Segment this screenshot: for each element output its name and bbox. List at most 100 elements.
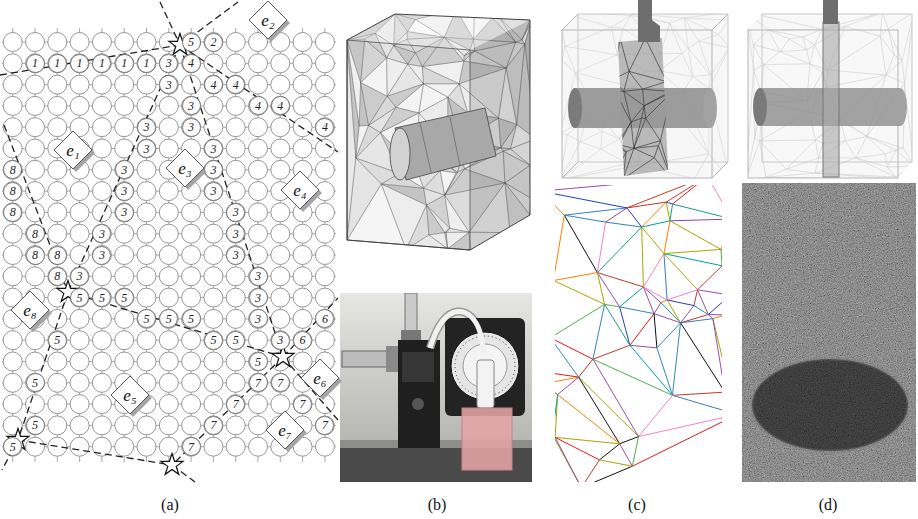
mesh-edge xyxy=(632,437,638,467)
callout-number: 3 xyxy=(210,143,216,155)
grid-circle xyxy=(315,437,334,456)
grid-circle xyxy=(315,224,334,243)
grid-circle xyxy=(3,75,22,94)
grid-circle xyxy=(137,182,156,201)
grid-circle xyxy=(48,118,67,137)
grid-circle xyxy=(315,33,334,52)
grid-circle xyxy=(159,309,178,328)
grid-circle xyxy=(48,416,67,435)
mesh-top-face xyxy=(347,14,530,50)
numbered-circle: 8 xyxy=(26,224,45,243)
mesh-edge xyxy=(643,287,654,314)
rotation-stage xyxy=(445,318,525,416)
ultrasound-probe xyxy=(477,360,494,408)
callout-number: 5 xyxy=(166,313,172,325)
grid-circle xyxy=(92,203,111,222)
grid-circle xyxy=(226,373,245,392)
grid-circle xyxy=(293,267,312,286)
diamond-outline xyxy=(166,149,204,187)
grid-circle xyxy=(137,224,156,243)
grid-circle xyxy=(159,352,178,371)
grid-circle xyxy=(3,395,22,414)
callout-number: 4 xyxy=(277,100,283,112)
callout-number: 8 xyxy=(10,206,16,218)
numbered-circle: 5 xyxy=(92,288,111,307)
callout-number: 8 xyxy=(54,270,60,282)
grid-circle xyxy=(26,224,45,243)
mesh-shading xyxy=(347,14,530,250)
grid-circle xyxy=(26,160,45,179)
grid-circle xyxy=(226,96,245,115)
element-diamond: e₈ xyxy=(10,290,50,330)
callout-number: 5 xyxy=(188,36,194,48)
numbered-circle: 1 xyxy=(92,54,111,73)
mesh-edge xyxy=(564,215,597,272)
cylinder-end xyxy=(893,88,907,126)
cylinder-section xyxy=(752,359,908,451)
grid-circle xyxy=(115,182,134,201)
numbered-circle: 2 xyxy=(204,33,223,52)
mesh-edge xyxy=(654,303,661,314)
mesh-edge xyxy=(639,414,722,436)
grid-circle xyxy=(315,118,334,137)
grid-circle xyxy=(226,75,245,94)
callout-number: 4 xyxy=(255,100,261,112)
numbered-circle: 4 xyxy=(226,75,245,94)
box-edge xyxy=(712,162,728,178)
grid-circle xyxy=(26,75,45,94)
mesh-edge xyxy=(673,204,722,219)
grid-circle xyxy=(3,203,22,222)
grid-circle xyxy=(48,267,67,286)
numbered-circle: 3 xyxy=(92,224,111,243)
mesh-facet xyxy=(530,139,536,198)
grid-circle xyxy=(271,309,290,328)
grid-circle xyxy=(3,182,22,201)
grid-circle xyxy=(92,309,111,328)
grid-circle xyxy=(226,331,245,350)
grid-circle xyxy=(204,309,223,328)
grid-circle xyxy=(182,288,201,307)
grid-circle xyxy=(115,203,134,222)
grid-circle xyxy=(293,309,312,328)
numbered-circle: 3 xyxy=(204,182,223,201)
grid-circle xyxy=(226,246,245,265)
numbered-circle: 1 xyxy=(70,54,89,73)
callout-number: 8 xyxy=(10,164,16,176)
grid-circle xyxy=(92,139,111,158)
grid-circle xyxy=(204,352,223,371)
callout-number: 3 xyxy=(210,164,216,176)
grid-circle xyxy=(3,246,22,265)
grid-circle xyxy=(70,288,89,307)
mesh-edge xyxy=(630,345,657,348)
grid-circle xyxy=(226,160,245,179)
callout-number: 1 xyxy=(54,57,60,69)
mesh-edge xyxy=(666,185,707,202)
numbered-circle: 3 xyxy=(182,118,201,137)
grid-circle xyxy=(92,96,111,115)
grid-circle xyxy=(204,33,223,52)
mesh-edges xyxy=(612,36,672,180)
callout-number: 1 xyxy=(32,57,38,69)
grid-circle xyxy=(26,54,45,73)
callout-number: 1 xyxy=(77,57,83,69)
mesh-edge xyxy=(579,359,593,377)
numbered-circle: 5 xyxy=(182,33,201,52)
numbered-circle: 4 xyxy=(204,75,223,94)
callout-number: 8 xyxy=(10,185,16,197)
numbered-circle: 3 xyxy=(204,139,223,158)
callout-number: 5 xyxy=(54,334,60,346)
element-label: e₄ xyxy=(293,182,306,199)
callout-number: 5 xyxy=(144,313,150,325)
blade-mesh xyxy=(612,36,672,180)
grid-circle xyxy=(159,224,178,243)
grid-circle xyxy=(204,437,223,456)
numbered-circle: 5 xyxy=(137,309,156,328)
mesh-edge xyxy=(642,202,666,227)
box-front xyxy=(562,30,712,178)
callout-number: 4 xyxy=(233,79,239,91)
grid-circle xyxy=(293,118,312,137)
numbered-circle: 7 xyxy=(293,395,312,414)
grid-circle xyxy=(70,96,89,115)
grid-circle xyxy=(137,139,156,158)
grid-circle xyxy=(182,96,201,115)
